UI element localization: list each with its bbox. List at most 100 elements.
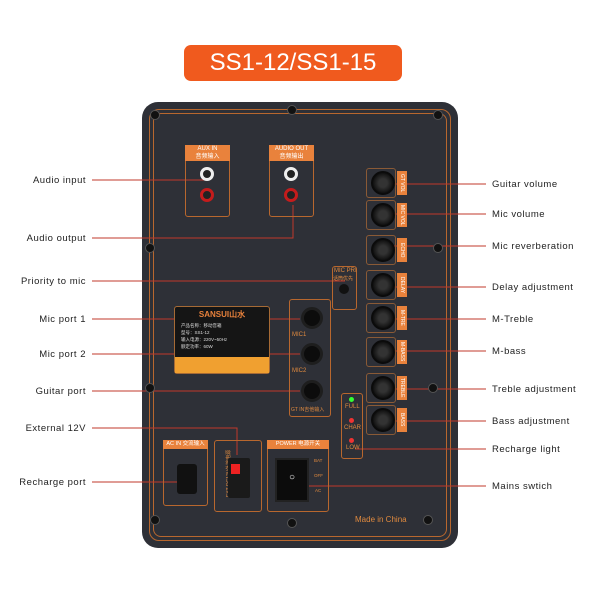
made-in-china: Made in China	[355, 515, 407, 524]
panel-border	[149, 109, 451, 541]
aux-in-label: AUX IN	[197, 146, 218, 152]
knob-plate	[366, 270, 396, 300]
knob-tag: M-BASS	[397, 340, 407, 364]
control-knob[interactable]	[371, 203, 395, 227]
label-mic-reverberation: Mic reverberation	[492, 241, 574, 252]
knob-tag: DELAY	[397, 273, 407, 297]
spec-line: 产品名称：移动音箱	[181, 323, 222, 328]
mains-switch[interactable]: ○	[275, 458, 309, 502]
line-ext12v	[92, 427, 238, 455]
label-bass-adjustment: Bass adjustment	[492, 416, 570, 427]
label-m-bass: M-bass	[492, 346, 527, 357]
knob-plate	[366, 337, 396, 367]
label-recharge-port: Recharge port	[19, 477, 86, 488]
control-knob[interactable]	[371, 273, 395, 297]
full-label: FULL	[345, 404, 360, 410]
label-guitar-port: Guitar port	[35, 386, 86, 397]
knob-plate	[366, 235, 396, 265]
control-knob[interactable]	[371, 306, 395, 330]
knob-tag: MIC VOL	[397, 203, 407, 227]
ext-dc-box	[214, 440, 262, 512]
control-knob[interactable]	[371, 340, 395, 364]
audio-out-cn-label: 音频输出	[279, 154, 304, 160]
control-knob[interactable]	[371, 238, 395, 262]
audio-out-tag: AUDIO OUT 音频输出	[269, 145, 314, 161]
low-led	[349, 438, 354, 443]
screw-icon	[150, 110, 160, 120]
screw-icon	[433, 243, 443, 253]
label-guitar-volume: Guitar volume	[492, 179, 558, 190]
label-treble-adjustment: Treble adjustment	[492, 384, 577, 395]
knob-plate	[366, 200, 396, 230]
power-tag: POWER 电源开关	[267, 440, 329, 449]
input-box	[289, 299, 331, 417]
full-led	[349, 397, 354, 402]
led-box	[341, 393, 363, 459]
control-knob[interactable]	[371, 408, 395, 432]
screw-icon	[423, 515, 433, 525]
char-label: CHAR	[344, 425, 362, 431]
knob-plate	[366, 405, 396, 435]
bat-label: BAT	[314, 458, 323, 463]
aux-in-tag: AUX IN 音频输入	[185, 145, 230, 161]
model-title: SS1-12/SS1-15	[184, 45, 402, 81]
screw-icon	[150, 515, 160, 525]
low-label: LOW	[346, 445, 360, 451]
panel-border-inner	[153, 113, 447, 537]
ac-label: AC	[315, 488, 322, 493]
mic-pri-label: MIC PRI	[334, 268, 357, 274]
label-delay-adjustment: Delay adjustment	[492, 282, 574, 293]
ext-12v-terminal[interactable]	[228, 458, 250, 498]
spec-lines: 产品名称：移动音箱 型号：SS1-12 输入电源：220V~50Hz 额定功率：…	[175, 320, 269, 352]
mic1-label: MIC1	[292, 332, 307, 338]
knob-tag: M-TRE	[397, 306, 407, 330]
mic-pri-box	[332, 266, 357, 310]
knob-plate	[366, 373, 396, 403]
label-mic-port-1: Mic port 1	[39, 314, 86, 325]
knob-tag: TREBLE	[397, 376, 407, 400]
screw-icon	[428, 383, 438, 393]
label-mains-switch: Mains swtich	[492, 481, 553, 492]
aux-in-left-jack[interactable]	[200, 167, 214, 181]
screw-icon	[145, 243, 155, 253]
brand-logo: SANSUI山水	[198, 310, 246, 319]
knob-tag: GT VOL	[397, 171, 407, 195]
mic1-jack[interactable]	[301, 307, 323, 329]
audio-out-label: AUDIO OUT	[274, 146, 309, 152]
spec-plate: SANSUI山水 产品名称：移动音箱 型号：SS1-12 输入电源：220V~5…	[174, 306, 270, 374]
screw-icon	[287, 105, 297, 115]
mic-pri-cn-label: 话筒优先	[333, 276, 354, 282]
aux-in-cn-label: 音频输入	[195, 154, 220, 160]
label-priority-to-mic: Priority to mic	[20, 276, 86, 287]
label-audio-output: Audio output	[26, 233, 86, 244]
screw-icon	[433, 110, 443, 120]
guitar-in-label: GT IN吉他输入	[291, 407, 325, 413]
label-mic-volume: Mic volume	[492, 209, 546, 220]
off-label: OFF	[314, 473, 323, 478]
mic-priority-switch[interactable]	[339, 284, 349, 294]
manufacturer-strip	[175, 357, 269, 373]
knob-tag: BASS	[397, 408, 407, 432]
mic2-label: MIC2	[292, 368, 307, 374]
spec-line: 输入电源：220V~50Hz	[181, 337, 228, 342]
knob-plate	[366, 303, 396, 333]
label-mic-port-2: Mic port 2	[39, 349, 86, 360]
switch-circle-icon: ○	[288, 472, 296, 483]
guitar-jack[interactable]	[301, 380, 323, 402]
control-knob[interactable]	[371, 171, 395, 195]
char-led	[349, 418, 354, 423]
spec-line: 型号：SS1-12	[181, 330, 210, 335]
aux-in-right-jack[interactable]	[200, 188, 214, 202]
label-external-12v: External 12V	[25, 423, 86, 434]
label-audio-input: Audio input	[32, 175, 86, 186]
label-m-treble: M-Treble	[492, 314, 534, 325]
mic2-jack[interactable]	[301, 343, 323, 365]
knob-plate	[366, 168, 396, 198]
screw-icon	[287, 518, 297, 528]
audio-out-left-jack[interactable]	[284, 167, 298, 181]
control-knob[interactable]	[371, 376, 395, 400]
screw-icon	[145, 383, 155, 393]
ac-power-socket[interactable]	[177, 464, 197, 494]
audio-out-right-jack[interactable]	[284, 188, 298, 202]
spec-line: 额定功率：60W	[181, 344, 213, 349]
